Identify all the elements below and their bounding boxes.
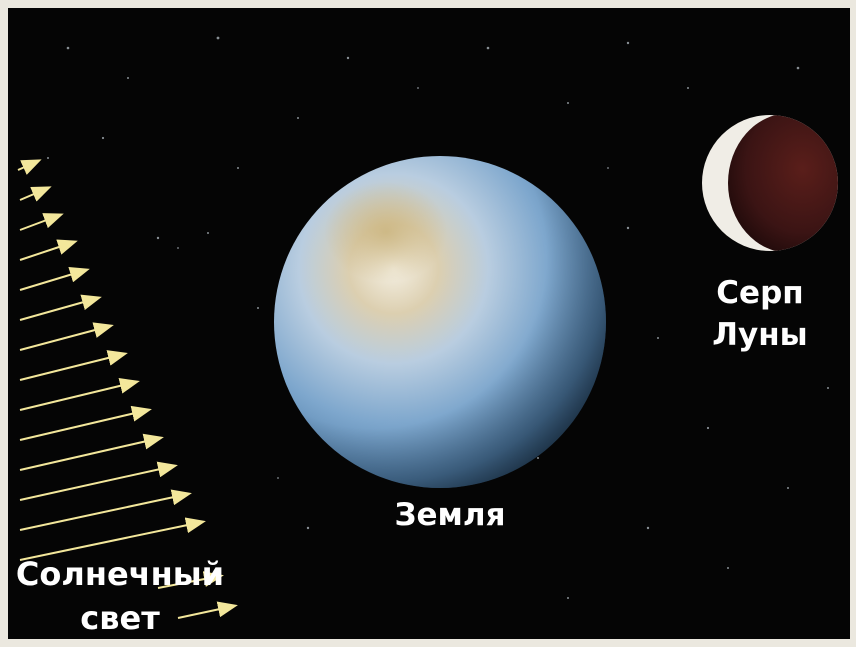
- moon-label-line-2: Луны: [712, 317, 808, 353]
- earth-icon: [274, 156, 606, 488]
- earth-label: Земля: [394, 497, 506, 533]
- sun-ray-arrows: [17, 159, 238, 619]
- stars: [47, 36, 829, 599]
- moon-label: Серп Луны: [690, 272, 830, 356]
- sunlight-label-line-2: свет: [80, 599, 160, 637]
- sunlight-label-line-1: Солнечный: [15, 555, 225, 593]
- moon-icon: [702, 115, 838, 251]
- moon-label-line-1: Серп: [716, 275, 804, 311]
- sunlight-label: Солнечный свет: [0, 552, 240, 640]
- space-scene: [8, 8, 850, 639]
